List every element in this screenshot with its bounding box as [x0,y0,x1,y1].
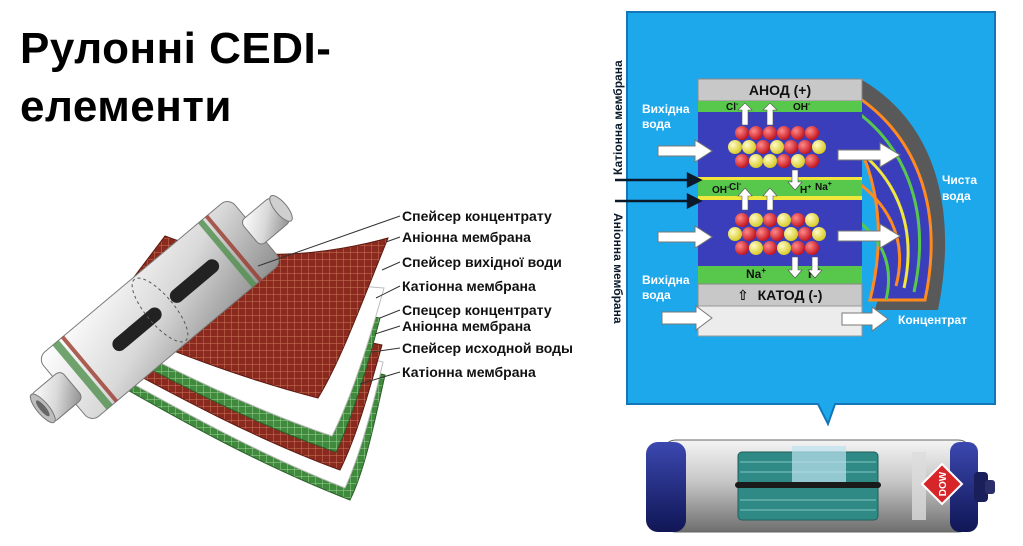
inlet-bottom-label-line2: вода [642,288,671,302]
spiral-roll-illustration [29,195,401,501]
dow-logo-text: DOW [938,471,949,496]
side-label-anion-membrane: Аніонна мембрана [611,213,625,324]
arrow-outlet-top [837,142,901,168]
inlet-top-label-line2: вода [642,117,671,131]
title-line-1: Рулонні CEDI- [20,24,332,73]
ion-migration-arrows [737,102,823,279]
membrane-cation-top [698,101,862,112]
ion-resin-beads-bottom [728,213,826,255]
roll-label-concentrate-spacer-2: Спецсер концентрату [402,302,552,318]
roll-label-anion-membrane-1: Аніонна мембрана [402,229,531,245]
roll-label-anion-membrane-2: Аніонна мембрана [402,318,531,334]
arrow-inlet-bottom [657,225,713,249]
arrow-inlet-top [657,139,713,163]
roll-slot-2 [169,259,220,303]
ion-label-oh-mid: OH- [712,184,730,196]
cathode-label: КАТОД (-) [758,287,823,303]
module-cap-left [646,442,686,532]
ion-label-oh-top: OH- [793,101,811,113]
cedi-module-illustration: DOW [646,439,995,533]
ion-label-cl-top: Cl- [726,101,739,113]
ion-label-na-mid: Na+ [815,181,832,193]
roll-label-cation-membrane-2: Катіонна мембрана [402,364,536,380]
compartment-concentrate [698,180,862,196]
ion-label-na-bottom: Na+ [746,266,766,281]
title-line-2: елементи [20,82,232,131]
roll-leader-lines [257,215,401,385]
concentrate-label: Концентрат [898,313,967,327]
ion-resin-beads-top [728,126,826,168]
ion-label-h-mid: H+ [800,184,811,196]
roll-label-feed-spacer-1: Спейсер вихідної води [402,254,562,270]
page-title: Рулонні CEDI- елементи [20,20,331,136]
dow-logo: DOW [920,462,964,506]
cathode-arrow-up-icon: ⇧ [737,287,749,303]
flow-arrows [657,139,901,332]
arrow-outlet-bottom [837,223,901,249]
concentrate-channel [697,305,863,337]
roll-label-concentrate-spacer-1: Спейсер концентрату [402,208,552,224]
membrane-anion-top [698,177,862,180]
roll-label-cation-membrane-1: Катіонна мембрана [402,278,536,294]
membrane-cation-bottom [698,266,862,284]
module-cap-right [950,442,978,532]
ion-label-cl-mid: Cl- [729,181,742,193]
membrane-anion-middle [698,196,862,200]
arrow-concentrate-in [661,305,713,331]
anode-label: АНОД (+) [749,82,811,98]
outlet-pure-label-line2: вода [942,189,971,203]
inlet-bottom-label-line1: Вихідна [642,273,690,287]
side-label-cation-membrane: Катіонна мембрана [611,60,625,175]
current-arrows [615,172,703,209]
arrow-concentrate-out [841,306,889,332]
outlet-pure-label-line1: Чиста [942,173,977,187]
inlet-top-label-line1: Вихідна [642,102,690,116]
cedi-cell-schematic: АНОД (+) КАТОД (-) ⇧ Cl- OH- OH- Cl- H+ … [611,11,996,427]
roll-label-feed-spacer-2: Спейсер исходной воды [402,340,574,356]
